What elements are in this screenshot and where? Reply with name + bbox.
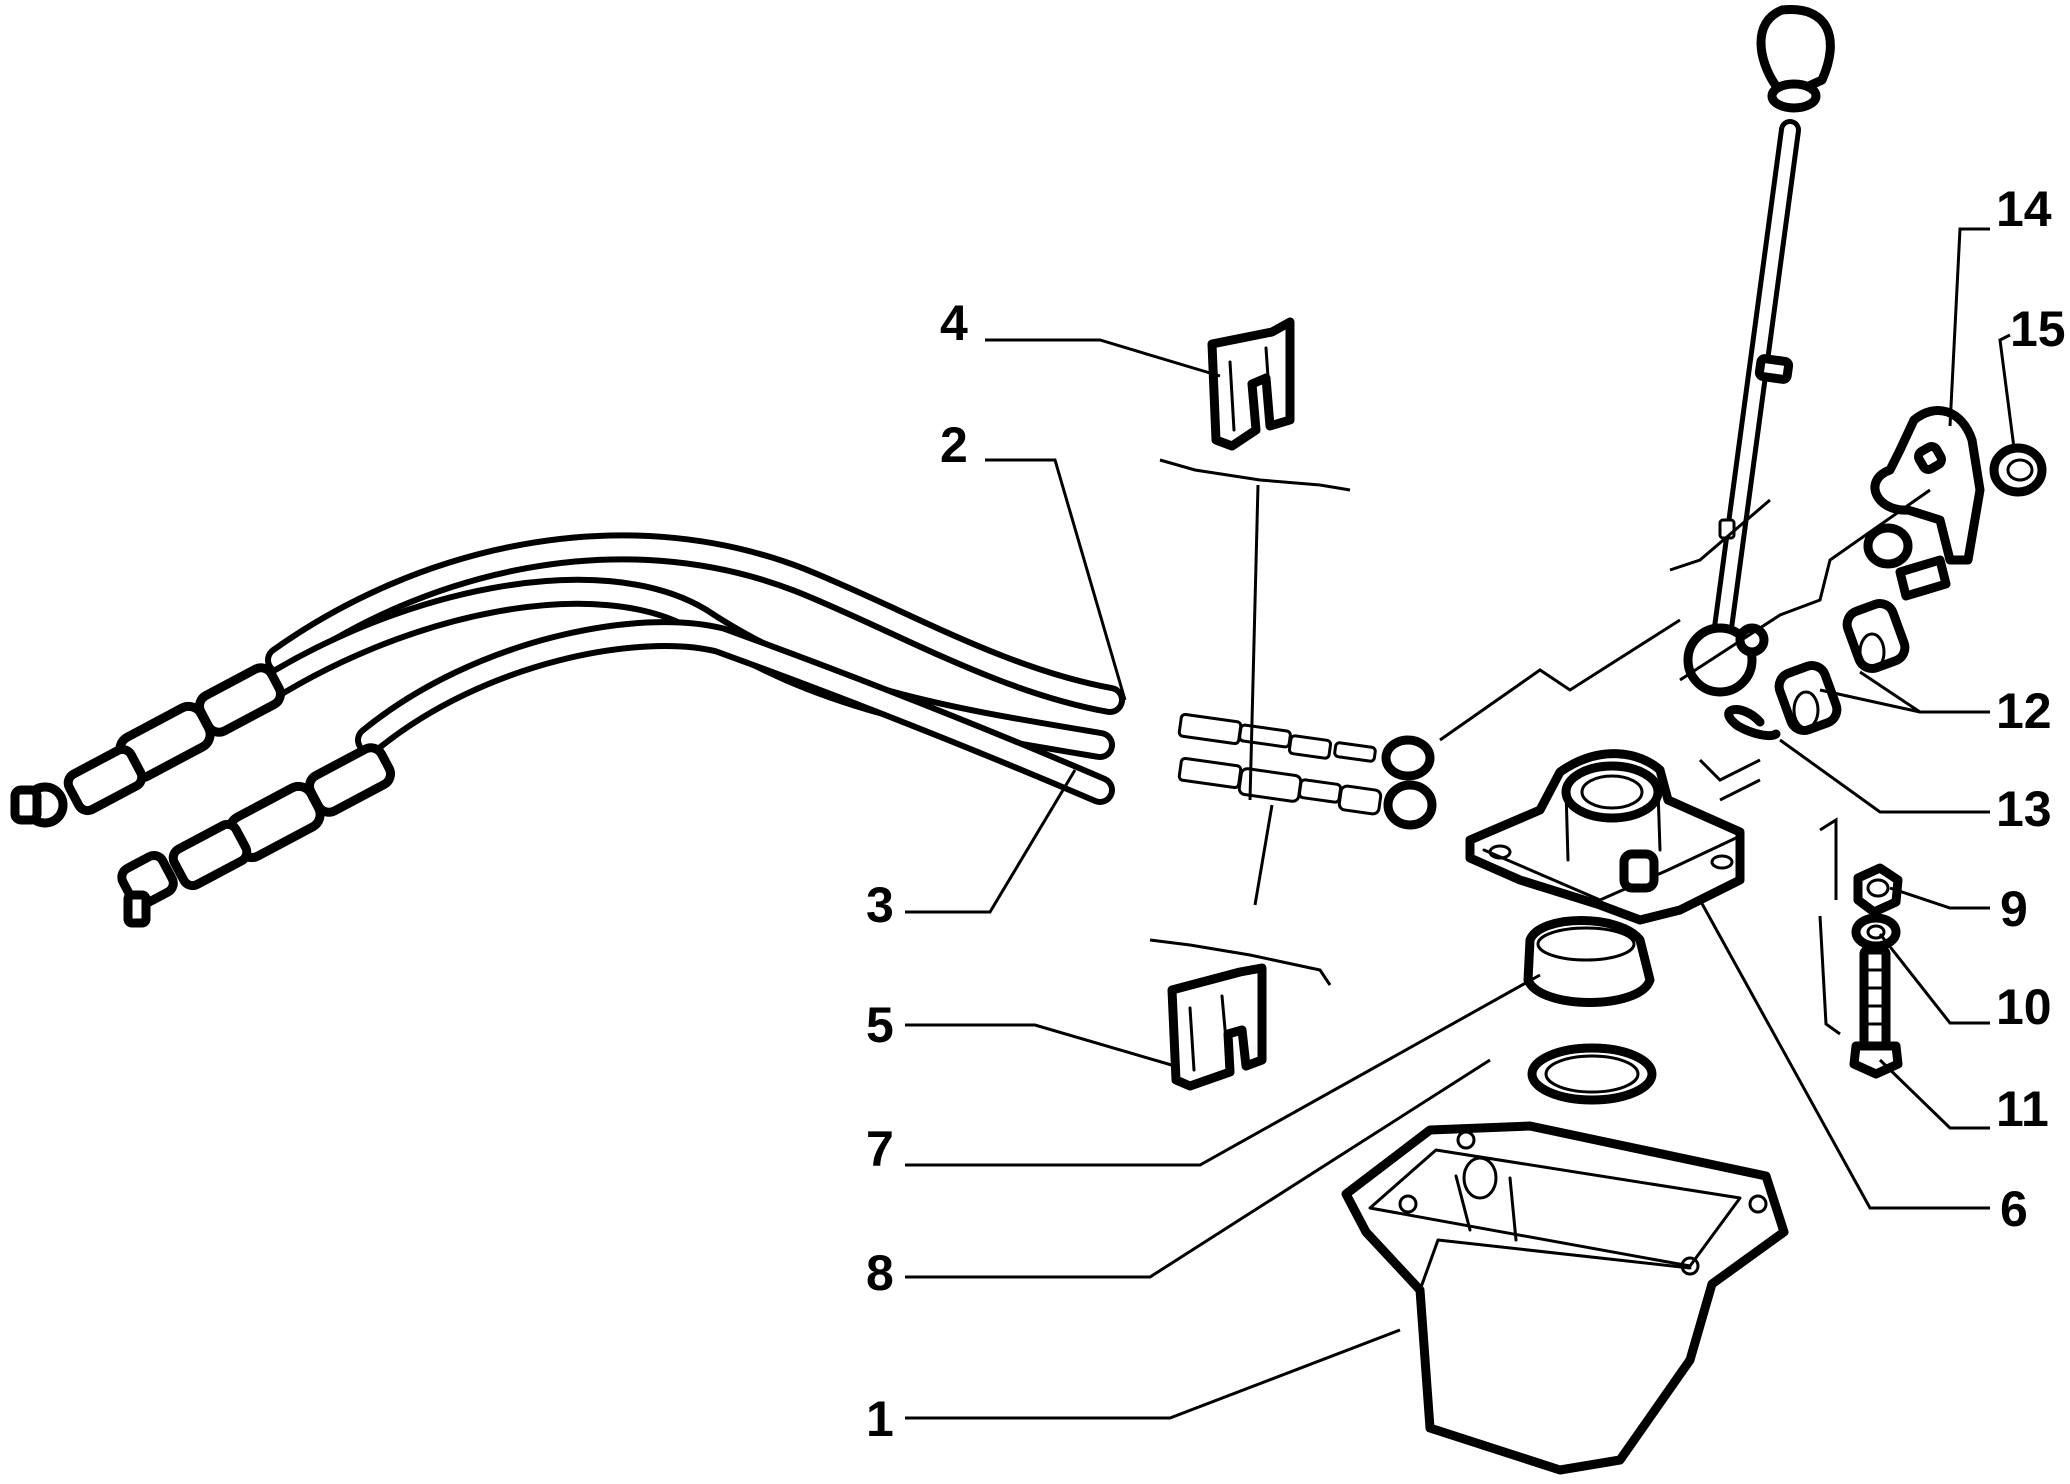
bolt-bracket-lines xyxy=(1818,817,1841,1036)
callout-12: 12 xyxy=(1996,683,2052,739)
o-ring-seal xyxy=(1527,1043,1657,1105)
callout-2: 2 xyxy=(940,417,968,473)
alignment-guides xyxy=(1149,458,1351,986)
mounting-tray xyxy=(1341,1121,1789,1475)
cable-end-lower-right xyxy=(1177,756,1437,830)
callout-9: 9 xyxy=(2000,881,2028,937)
bolt xyxy=(1849,945,1903,1079)
leader-lines xyxy=(905,227,2016,1420)
washer xyxy=(1851,913,1901,951)
cable-end-lower-left xyxy=(117,743,395,928)
circlip xyxy=(1724,705,1781,741)
callout-6: 6 xyxy=(2000,1181,2028,1237)
gear-lever-assembly xyxy=(1683,5,1835,697)
gear-cable-lower xyxy=(355,619,1115,805)
retaining-clip-upper xyxy=(1207,317,1295,451)
callout-13: 13 xyxy=(1996,781,2052,837)
nut xyxy=(1853,863,1903,917)
retaining-clip-lower xyxy=(1167,963,1267,1091)
callout-4: 4 xyxy=(940,295,968,351)
callout-labels: 1 2 3 4 5 6 7 8 9 10 11 12 13 14 15 xyxy=(866,181,2066,1447)
cable-end-upper-left xyxy=(10,663,285,828)
callout-8: 8 xyxy=(866,1245,894,1301)
pivot-bush xyxy=(1989,443,2047,497)
callout-10: 10 xyxy=(1996,979,2052,1035)
callout-14: 14 xyxy=(1996,181,2052,237)
gear-lever-housing xyxy=(1465,749,1745,925)
gaiter-seal xyxy=(1523,916,1655,1007)
callout-3: 3 xyxy=(866,877,894,933)
callout-15: 15 xyxy=(2010,301,2066,357)
selector-bushes xyxy=(1774,599,1910,735)
assembly-lines-upper xyxy=(1439,488,1931,802)
callout-7: 7 xyxy=(866,1121,894,1177)
callout-1: 1 xyxy=(866,1391,894,1447)
callout-5: 5 xyxy=(866,997,894,1053)
selector-lever-bracket xyxy=(1863,406,1985,601)
callout-11: 11 xyxy=(1996,1081,2049,1137)
